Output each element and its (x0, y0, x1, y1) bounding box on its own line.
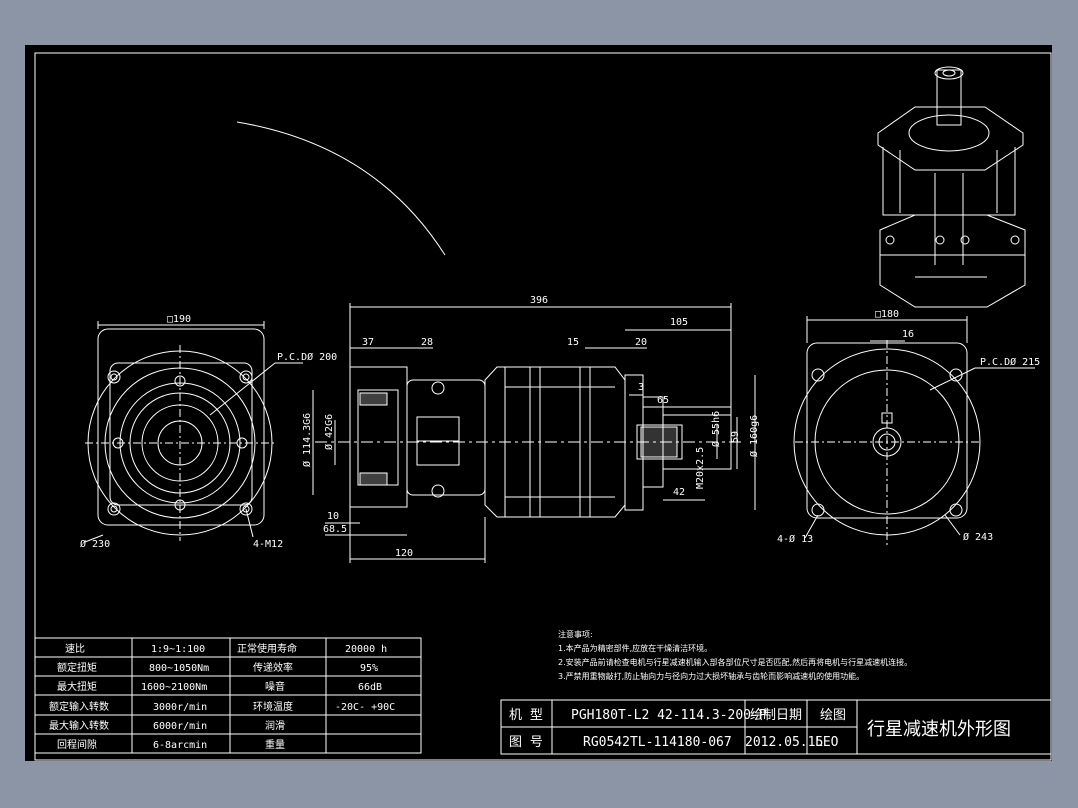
shaft-in-dia: Ø 42G6 (323, 414, 335, 450)
spec-r2-c1: 1600~2100Nm (141, 682, 207, 693)
spec-r2-c0: 最大扭矩 (57, 680, 97, 693)
rear-pcd: P.C.DØ 215 (980, 356, 1040, 368)
front-holes: 4-M12 (253, 539, 283, 550)
spec-r3-c2: 环境温度 (253, 700, 293, 713)
spec-r1-c1: 800~1050Nm (149, 663, 209, 674)
spec-table-grid (34, 637, 422, 754)
dim-10: 10 (327, 511, 339, 522)
dim-3: 3 (638, 382, 644, 393)
title-block: 机 型 PGH180T-L2 42-114.3-200-P 图 号 RG0542… (509, 708, 1011, 750)
spec-r3-c0: 额定输入转数 (49, 700, 109, 713)
dim-20: 20 (635, 337, 647, 348)
date-value: 2012.05.15 (745, 735, 823, 750)
rear-square-dim: □180 (875, 309, 899, 320)
cad-drawing: □190 P.C.DØ 200 Ø 230 4-M12 396 37 28 15… (34, 52, 1052, 761)
spec-r0-c3: 20000 h (345, 644, 387, 655)
drawing-title: 行星减速机外形图 (867, 719, 1011, 740)
dim-65: 65 (657, 395, 669, 406)
spec-r4-c1: 6000r/min (153, 721, 207, 732)
drawing-sheet: □190 P.C.DØ 200 Ø 230 4-M12 396 37 28 15… (25, 45, 1052, 761)
date-label: 绘制日期 (750, 708, 802, 723)
rear-holes: 4-Ø 13 (777, 533, 813, 545)
spec-r1-c0: 额定扭矩 (57, 661, 97, 674)
drawing-no-value: RG0542TL-114180-067 (583, 735, 732, 750)
front-pcd: P.C.DØ 200 (277, 351, 337, 363)
side-view-labels: 396 37 28 15 20 105 3 65 42 Ø 114.3G6 Ø … (301, 295, 760, 559)
dim-68-5: 68.5 (323, 524, 347, 535)
spec-r0-c1: 1:9~1:100 (151, 644, 205, 655)
rear-view (793, 316, 1035, 545)
iso-view (877, 66, 1026, 308)
front-view-labels: □190 P.C.DØ 200 Ø 230 4-M12 (80, 314, 337, 550)
model-label: 机 型 (509, 708, 543, 723)
spec-r2-c2: 噪音 (265, 680, 285, 693)
dim-15: 15 (567, 337, 579, 348)
spec-r4-c0: 最大输入转数 (49, 719, 109, 732)
shaft-out-dia: Ø 55h6 (710, 411, 722, 447)
dim-28: 28 (421, 337, 433, 348)
dim-120: 120 (395, 548, 413, 559)
spec-r2-c3: 66dB (358, 682, 382, 693)
thread-spec: M20x2.5 (695, 447, 706, 489)
border-frame (34, 52, 1052, 761)
spec-r0-c0: 速比 (65, 643, 85, 655)
rear-key: 16 (902, 329, 914, 340)
spec-r5-c1: 6-8arcmin (153, 740, 207, 751)
dim-396: 396 (530, 295, 548, 306)
spec-r3-c1: 3000r/min (153, 702, 207, 713)
front-square-dim: □190 (167, 314, 191, 325)
spec-r1-c3: 95% (360, 663, 378, 674)
dim-105: 105 (670, 317, 688, 328)
spec-r5-c0: 回程间隙 (57, 738, 97, 751)
rear-outer-dia: Ø 243 (963, 531, 993, 543)
spec-r3-c3: -20C- +90C (335, 702, 395, 713)
spec-r1-c2: 传递效率 (253, 661, 293, 674)
drafter-label: 绘图 (820, 708, 846, 723)
notes-block: 注意事项: 1.本产品为精密部件,应放在干燥清洁环境。 2.安装产品前请检查电机… (558, 629, 912, 681)
model-value: PGH180T-L2 42-114.3-200-P (571, 708, 767, 723)
flange-dia: Ø 160g6 (748, 415, 760, 457)
notes-line-3: 3.严禁用重物敲打,防止轴向力与径向力过大损坏轴承与齿轮而影响减速机的使用功能。 (558, 671, 864, 681)
drafter-value: LEO (815, 735, 839, 750)
spec-table: 速比 1:9~1:100 正常使用寿命 20000 h 额定扭矩 800~105… (49, 642, 395, 751)
front-outer-dia: Ø 230 (80, 538, 110, 550)
dim-59: 59 (730, 431, 741, 443)
bore-dia: Ø 114.3G6 (301, 413, 313, 467)
drawing-no-label: 图 号 (509, 735, 543, 750)
spec-r0-c2: 正常使用寿命 (237, 642, 297, 655)
dim-37: 37 (362, 337, 374, 348)
spec-r5-c2: 重量 (265, 738, 285, 751)
dim-42: 42 (673, 487, 685, 498)
rear-view-labels: □180 16 P.C.DØ 215 4-Ø 13 Ø 243 (777, 309, 1040, 545)
notes-heading: 注意事项: (558, 629, 593, 639)
front-view (84, 321, 303, 543)
arc-line (236, 121, 446, 256)
side-view (312, 303, 756, 563)
title-block-grid (500, 699, 1052, 755)
notes-line-1: 1.本产品为精密部件,应放在干燥清洁环境。 (558, 643, 712, 653)
notes-line-2: 2.安装产品前请检查电机与行星减速机输入部各部位尺寸是否匹配,然后再将电机与行星… (558, 657, 912, 667)
spec-r4-c2: 润滑 (265, 719, 285, 732)
